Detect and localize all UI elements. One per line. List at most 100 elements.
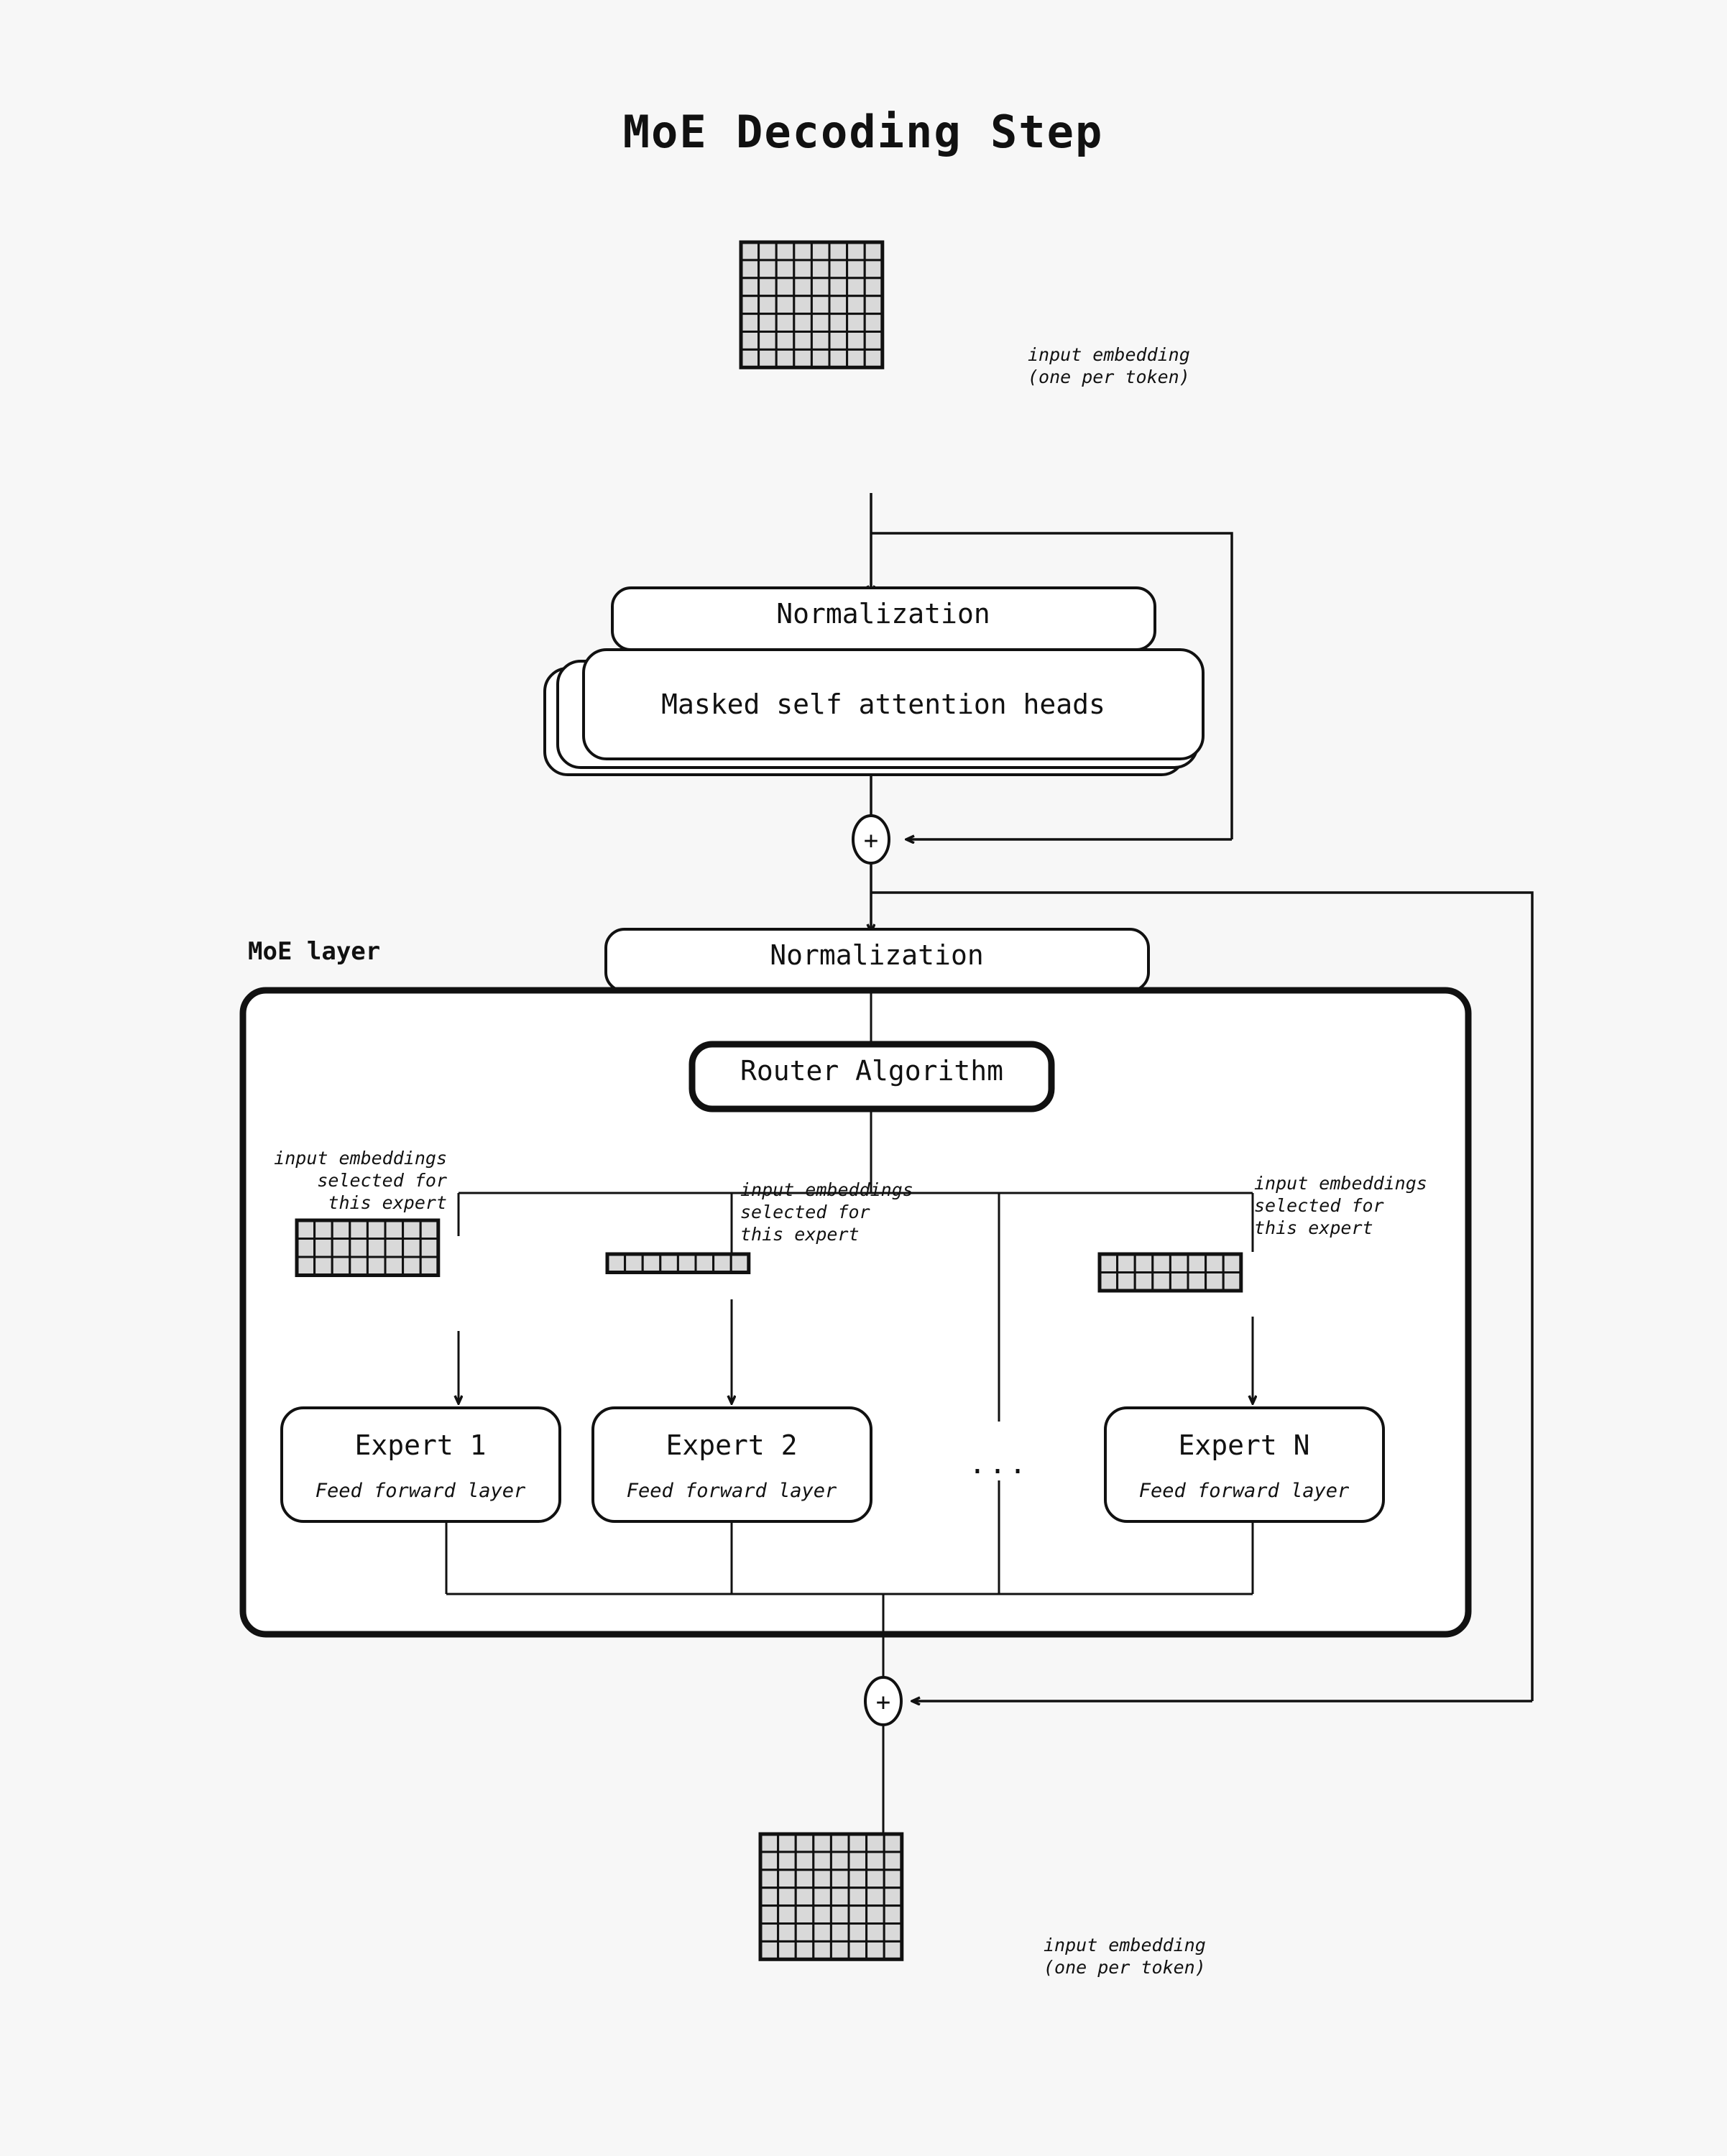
top-embedding-cell [793,348,813,369]
bottom-embedding-cell [777,1922,797,1943]
expert-n-embedding-cell [1151,1253,1171,1273]
bottom-embedding-cell [847,1922,868,1943]
bottom-embedding-cell [759,1940,780,1961]
attention-box[interactable] [582,648,1205,760]
top-embedding-cell [757,277,778,298]
top-embedding-cell [757,259,778,280]
top-embedding-cell [846,331,866,351]
attention-label: Masked self attention heads [661,688,1105,720]
top-embedding-cell [740,348,760,369]
residual-path-2 [871,891,1534,1701]
expert-2-embedding-cell [676,1253,697,1273]
expert-1-embedding-cell [313,1256,333,1276]
expert-1-embedding-cell [295,1219,316,1240]
expert-2-embedding-cell [659,1253,679,1273]
top-embedding-cell [793,241,813,262]
expert-1-embedding-cell [419,1219,440,1240]
bottom-embedding-cell [847,1833,868,1853]
expert-1-box[interactable] [280,1406,561,1523]
bottom-embedding-cell [847,1940,868,1961]
top-embedding-cell [775,348,796,369]
expert-ellipsis: ... [969,1447,1029,1480]
bottom-embedding-cell [812,1886,832,1907]
expert-1-annotation-line2: selected for [317,1170,447,1191]
top-embedding-cell [740,313,760,333]
top-embedding-cell [863,313,884,333]
expert-1-embedding-cell [366,1219,387,1240]
bottom-embedding-cell [829,1869,850,1889]
top-embedding-cell [828,259,849,280]
bottom-embedding-cell [883,1922,903,1943]
expert-2-embedding-cell [712,1253,732,1273]
bottom-embedding-cell [812,1833,832,1853]
top-embedding-cell [846,313,866,333]
top-embedding-cell [863,259,884,280]
bottom-embedding-cell [847,1851,868,1871]
expert-2-annotation: input embeddings selected for this exper… [740,1179,913,1245]
top-embedding-frame [739,240,885,369]
normalization-label-1: Normalization [776,598,990,630]
bottom-embedding-cell [812,1922,832,1943]
expert-1-embedding-cell [313,1238,333,1258]
top-embedding-cell [757,241,778,262]
top-embedding-cell [828,295,849,315]
expert-n-embedding-cell [1169,1271,1189,1292]
top-embedding-cell [757,295,778,315]
expert-2-annotation-line1: input embeddings [740,1179,913,1200]
bottom-embedding-cell [847,1869,868,1889]
bottom-embedding-cell [777,1940,797,1961]
bottom-embedding-cell [759,1904,780,1925]
page-title: MoE Decoding Step [623,106,1104,158]
expert-n-embedding-cell [1116,1253,1136,1273]
top-embedding-cell [810,259,831,280]
expert-1-embedding-cell [419,1256,440,1276]
expert-1-embedding-cell [313,1219,333,1240]
expert-n-box[interactable] [1104,1406,1385,1523]
bottom-embedding-cell [829,1886,850,1907]
expert-1-embedding-cell [402,1256,422,1276]
expert-1-title: Expert 1 [354,1429,486,1461]
bottom-embedding-label-line2: (one per token) [1044,1957,1206,1978]
normalization-label-2: Normalization [770,939,983,971]
bottom-embedding-cell [812,1869,832,1889]
expert-1-annotation-line3: this expert [328,1192,447,1213]
expert-n-subtitle: Feed forward layer [1139,1480,1350,1502]
bottom-embedding-cell [777,1833,797,1853]
bottom-embedding-cell [794,1886,815,1907]
bottom-embedding-cell [829,1904,850,1925]
top-embedding-cell [740,331,760,351]
bottom-embedding-cell [759,1869,780,1889]
bottom-embedding-cell [777,1886,797,1907]
top-embedding-cell [775,277,796,298]
expert-1-embedding-cell [349,1219,369,1240]
expert-2-embedding-frame [605,1252,751,1274]
bottom-embedding-cell [794,1922,815,1943]
top-embedding-cell [793,277,813,298]
top-embedding-cell [793,259,813,280]
expert-1-embedding-cell [349,1256,369,1276]
top-embedding-cell [810,295,831,315]
bottom-embedding-cell [812,1904,832,1925]
expert-1-annotation: input embeddings selected for this exper… [274,1148,447,1213]
expert-n-embedding-cell [1187,1271,1207,1292]
bottom-embedding-cell [883,1833,903,1853]
expert-2-box[interactable] [591,1406,872,1523]
expert-1-embedding-cell [384,1238,405,1258]
expert-2-title: Expert 2 [666,1429,797,1461]
bottom-embedding-cell [865,1886,885,1907]
top-embedding-cell [793,331,813,351]
expert-2-annotation-line2: selected for [740,1202,870,1222]
top-embedding-label-line1: input embedding [1028,344,1190,365]
top-embedding-cell [863,348,884,369]
top-embedding-cell [846,348,866,369]
expert-1-embedding-cell [366,1256,387,1276]
top-embedding-cell [863,295,884,315]
bottom-embedding-cell [812,1940,832,1961]
bottom-embedding-cell [829,1940,850,1961]
top-embedding-cell [863,241,884,262]
top-embedding-cell [775,241,796,262]
expert-n-annotation: input embeddings selected for this exper… [1254,1173,1427,1238]
expert-2-embedding-cell [641,1253,662,1273]
bottom-embedding-cells [758,1832,904,1961]
